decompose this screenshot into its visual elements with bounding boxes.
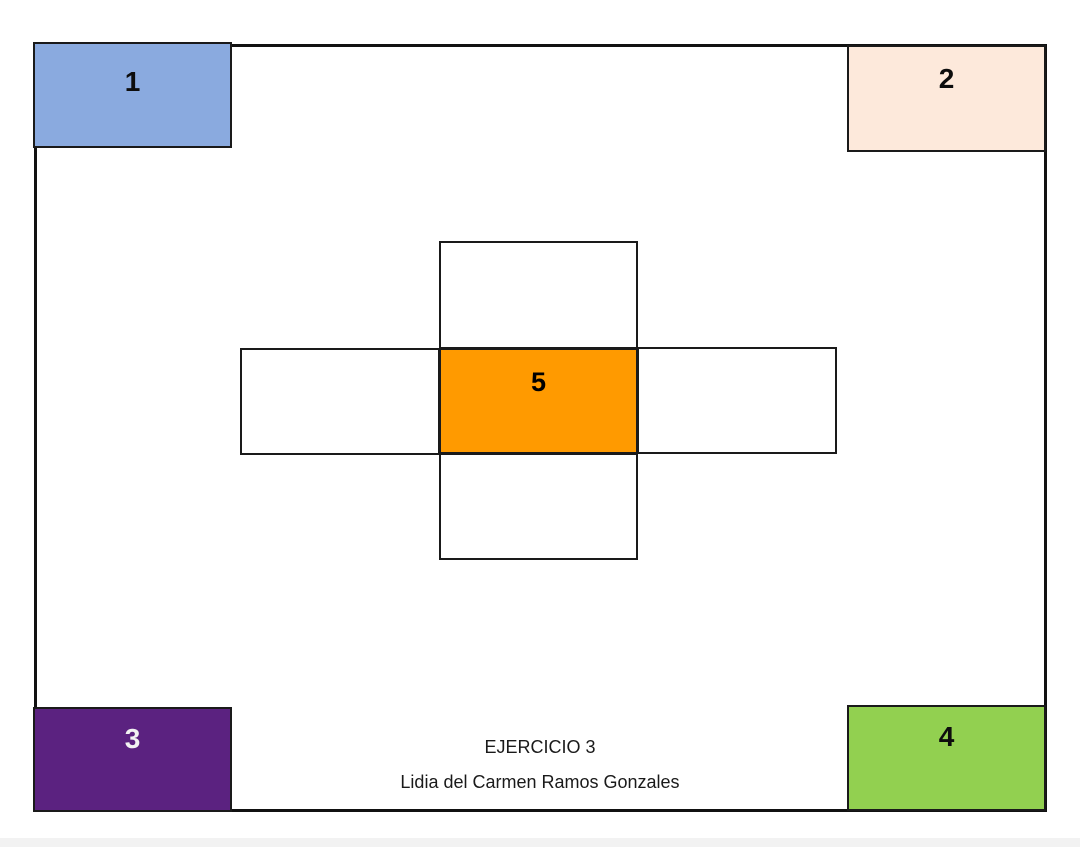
corner-box-3: 3: [33, 707, 232, 812]
center-label: 5: [530, 367, 547, 397]
exercise-title: EJERCICIO 3: [484, 737, 596, 757]
corner-box-4: 4: [847, 705, 1046, 811]
author-name: Lidia del Carmen Ramos Gonzales: [400, 772, 680, 792]
corner-box-2: 2: [847, 45, 1046, 152]
corner-label-3: 3: [124, 723, 141, 754]
cross-cell-center: 5: [439, 348, 638, 454]
corner-label-1: 1: [124, 66, 141, 97]
corner-label-4: 4: [938, 721, 955, 752]
cross-cell-right: [637, 347, 837, 454]
corner-box-1: 1: [33, 42, 232, 148]
cross-cell-left: [240, 348, 440, 455]
outer-frame: [34, 44, 1047, 812]
cross-cell-top: [439, 241, 638, 349]
bottom-strip: [0, 838, 1080, 847]
cross-cell-bottom: [439, 453, 638, 560]
corner-label-2: 2: [938, 63, 955, 94]
